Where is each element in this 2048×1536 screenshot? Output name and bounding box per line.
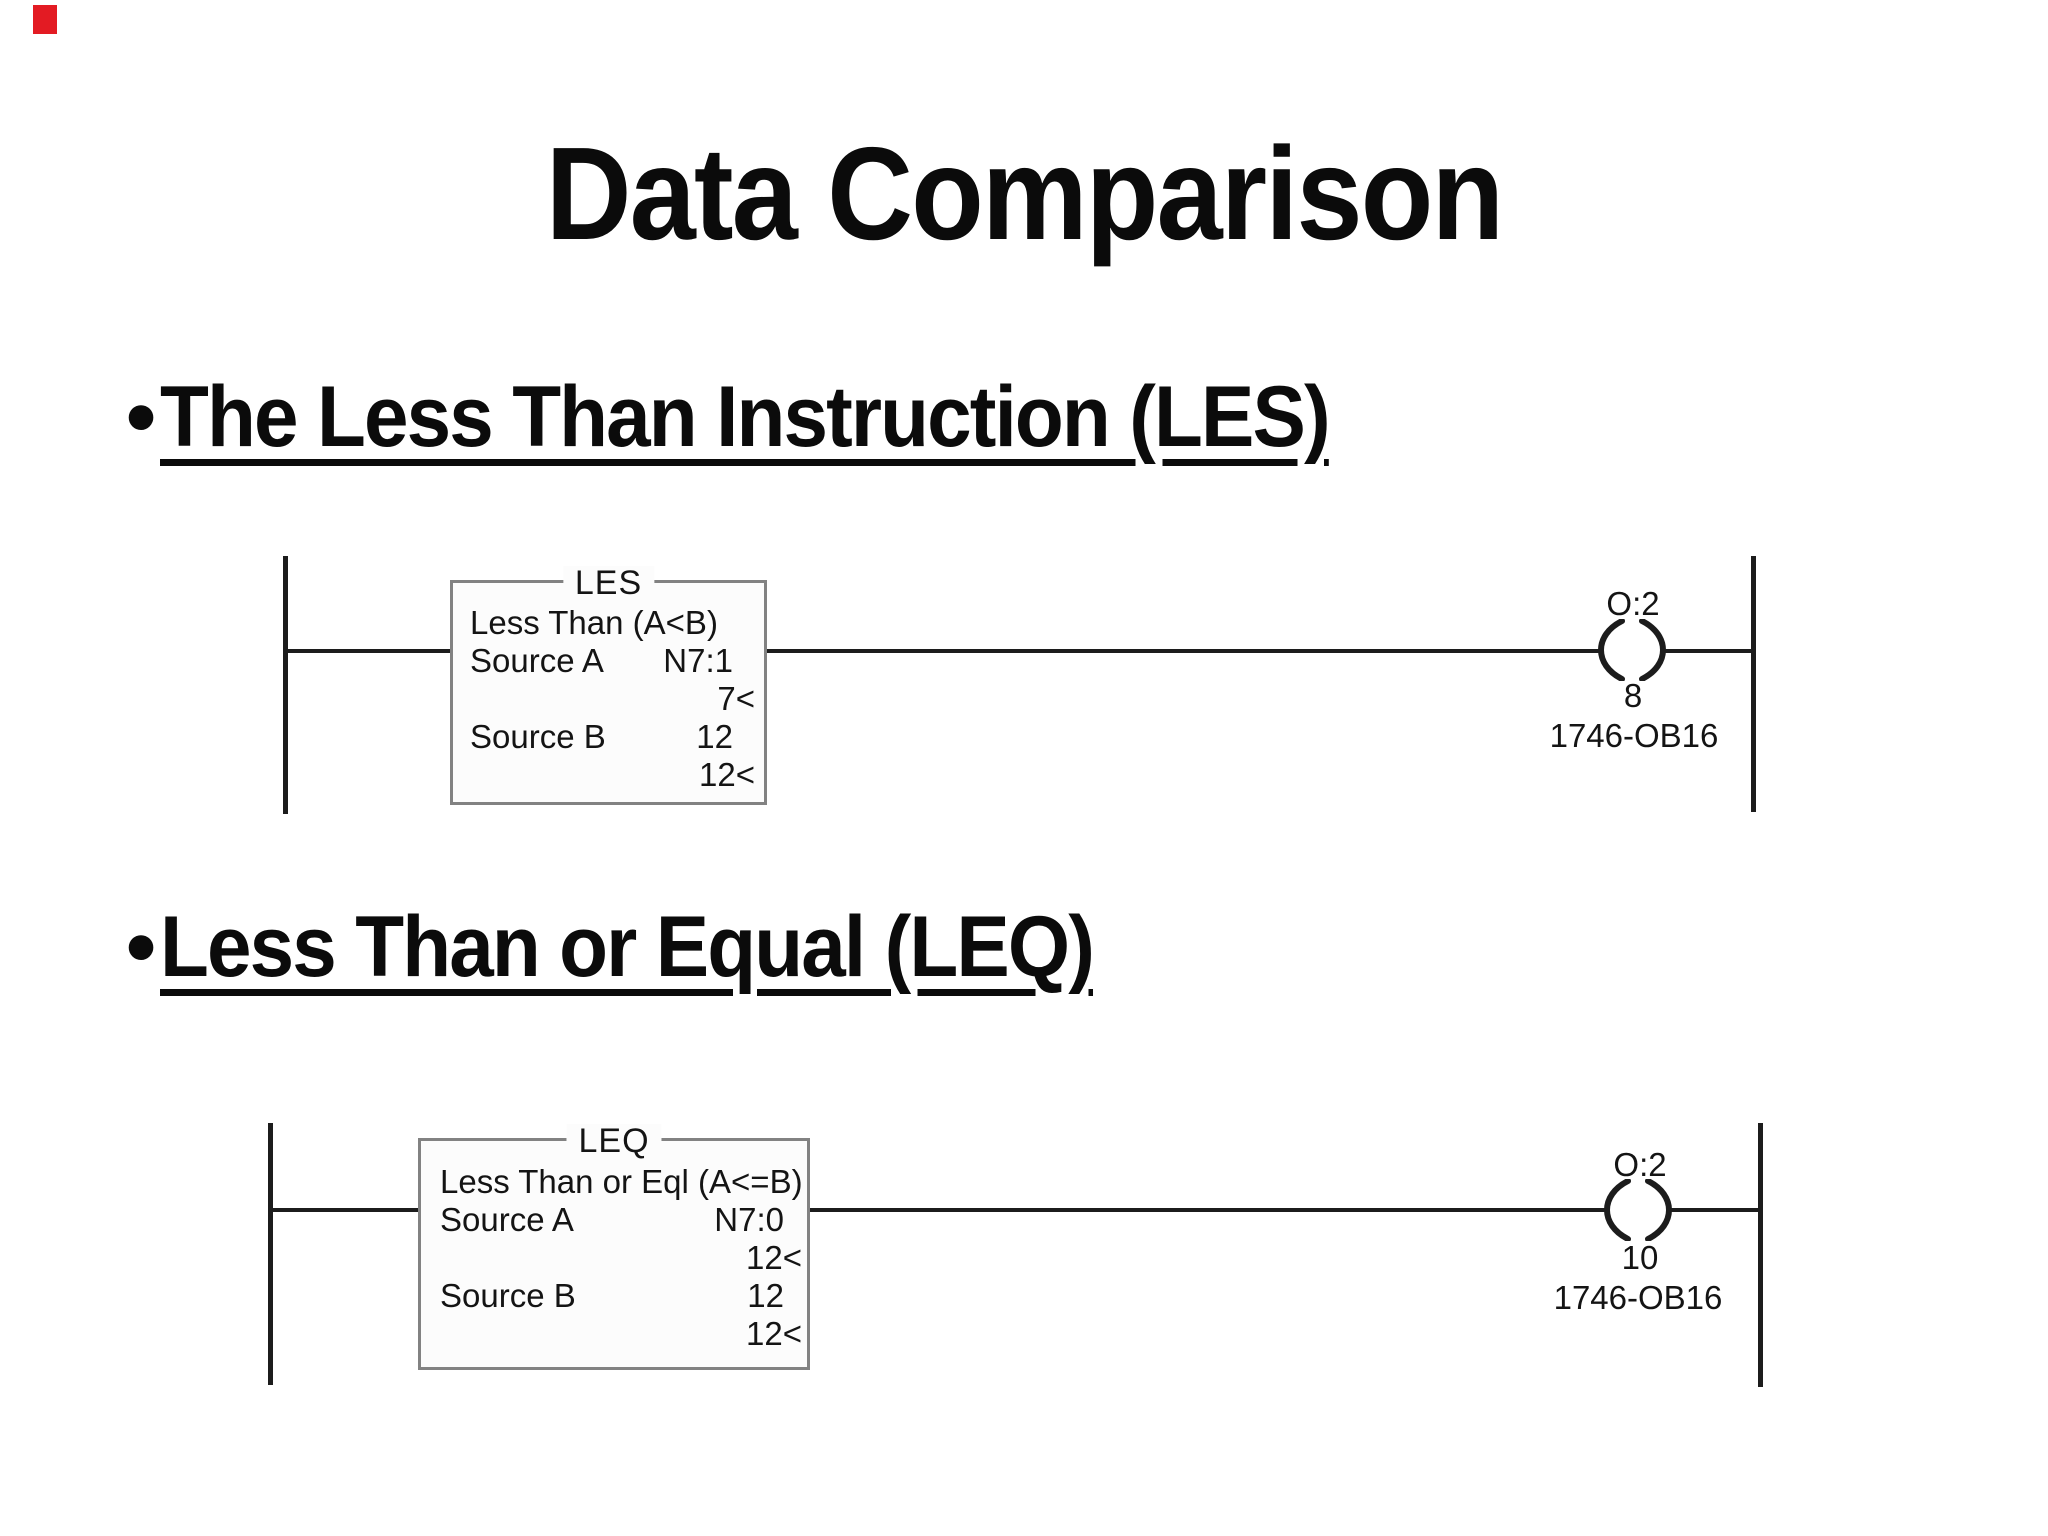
bullet-dot: • <box>126 369 157 465</box>
source-a-row: Source A N7:0 <box>440 1201 784 1238</box>
coil-module-label: 1746-OB16 <box>1549 717 1719 754</box>
source-a-compare-row: 12< <box>746 1239 802 1276</box>
source-b-compare-row: 12< <box>746 1315 802 1352</box>
output-coil-symbol <box>1598 619 1666 681</box>
source-b-compare-row: 12< <box>699 756 755 793</box>
ladder-right-rail-1 <box>1751 556 1756 812</box>
bullet-text-leq: Less Than or Equal (LEQ) <box>160 899 1095 995</box>
rung2-wire-right <box>1668 1208 1760 1212</box>
rung2-wire-middle <box>808 1208 1608 1212</box>
leq-instruction-box: LEQ Less Than or Eql (A<=B) Source A N7:… <box>418 1124 810 1370</box>
output-coil-symbol <box>1604 1179 1672 1241</box>
ladder-left-rail-1 <box>283 556 288 814</box>
rung2-wire-left <box>270 1208 420 1212</box>
coil-address: O:2 <box>1613 1146 1667 1183</box>
instruction-description: Less Than or Eql (A<=B) <box>440 1163 803 1200</box>
les-instruction-box: LES Less Than (A<B) Source A N7:1 7< Sou… <box>450 566 767 805</box>
instruction-description: Less Than (A<B) <box>470 604 718 641</box>
source-a-compare-row: 7< <box>717 680 755 717</box>
bullet-text-les: The Less Than Instruction (LES) <box>160 369 1331 465</box>
bullet-item-leq: •Less Than or Equal (LEQ) <box>126 904 1163 990</box>
bullet-item-les: •The Less Than Instruction (LES) <box>126 374 1417 460</box>
instruction-mnemonic: LEQ <box>566 1124 662 1158</box>
red-corner-mark <box>33 5 57 34</box>
ladder-right-rail-2 <box>1758 1123 1763 1387</box>
coil-address: O:2 <box>1606 585 1660 622</box>
page-title: Data Comparison <box>545 120 1504 267</box>
ladder-left-rail-2 <box>268 1123 273 1385</box>
coil-bit-number: 8 <box>1623 677 1643 714</box>
rung1-wire-right <box>1662 649 1753 653</box>
rung1-wire-middle <box>765 649 1602 653</box>
coil-module-label: 1746-OB16 <box>1553 1279 1723 1316</box>
source-b-row: Source B 12 <box>470 718 733 755</box>
rung1-wire-left <box>285 649 452 653</box>
coil-bit-number: 10 <box>1621 1239 1659 1276</box>
bullet-dot: • <box>126 899 157 995</box>
source-b-row: Source B 12 <box>440 1277 784 1314</box>
source-a-row: Source A N7:1 <box>470 642 733 679</box>
instruction-mnemonic: LES <box>562 566 655 600</box>
